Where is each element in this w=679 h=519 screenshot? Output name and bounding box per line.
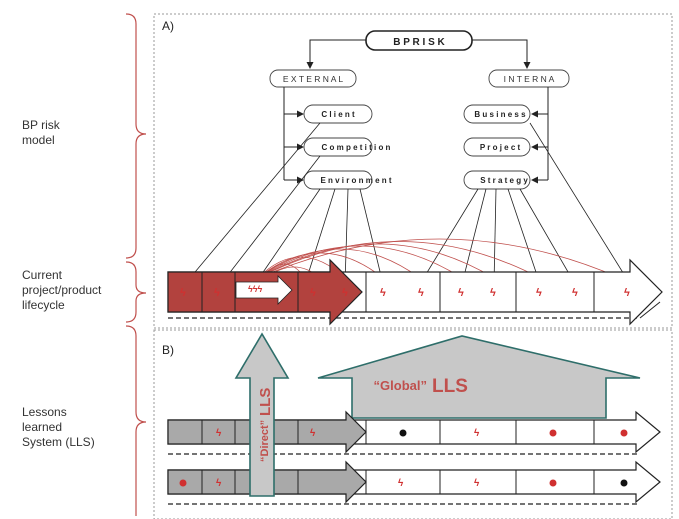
risk-bolt-icon: ϟ [398,478,404,489]
bomb-icon [399,429,407,437]
lifecycle-arrow-b2 [167,460,661,505]
project-node [463,137,531,157]
bomb-markers-b2 [179,479,628,487]
business-label: B u s i n e s s [474,110,526,119]
risk-markers-b1: ϟ ϟ ϟ [216,428,480,439]
direct-lls-main: LLS [257,388,274,416]
bp-risk-label: B P R I S K [393,37,445,48]
label-line: lifecycle [22,298,65,312]
risk-propagation-arcs [257,238,621,279]
risk-bolt-icon: ϟ [490,287,496,299]
label-line: Current [22,268,63,282]
label-lifecycle: Current project/product lifecycle [22,268,101,313]
label-line: project/product [22,283,102,297]
strategy-node [463,170,531,190]
red-arc [257,238,621,279]
risk-bolt-icon: ϟ [180,287,186,299]
red-arc [257,241,541,279]
bomb-icon [620,429,628,437]
risk-link [359,188,384,285]
project-label: P r o j e c t [480,143,521,152]
bomb-icon [179,479,187,487]
risk-link [529,122,631,285]
risk-bolt-icon: ϟ [380,287,386,299]
bomb-icon [620,479,628,487]
lifecycle-arrow-a [167,258,663,326]
risk-bolt-icon: ϟ [474,478,480,489]
bomb-icon [549,479,557,487]
risk-link [184,122,321,285]
label-lls: Lessons learned System (LLS) [22,405,95,450]
risk-bolt-icon: ϟ [342,287,348,299]
environment-node [303,170,373,190]
red-arc [257,248,421,279]
risk-to-lifecycle-lines [184,122,631,285]
label-line: learned [22,420,63,434]
risk-link [419,188,479,285]
strategy-label: S t r a t e g y [480,176,528,185]
risk-bolt-icon: ϟ [418,287,424,299]
red-arc [257,243,495,279]
bracket-lls [125,325,147,516]
bomb-icon [549,429,557,437]
risk-link [344,188,349,285]
risk-bolt-icon: ϟ [216,478,222,489]
root-to-internal-connector [472,39,531,69]
risk-bolt-icon: ϟϟϟ [248,284,263,294]
client-node [303,104,373,124]
external-node [269,69,357,88]
client-label: C l i e n t [321,110,355,119]
direct-lls-arrow: “Direct” LLS [234,332,290,497]
risk-bolt-icon: ϟ [536,287,542,299]
bomb-markers-b1 [399,429,628,437]
global-lls-arrow: “Global” LLS [317,335,641,419]
risk-bolt-icon: ϟ [214,287,220,299]
risk-link [220,155,321,285]
label-bp-risk-model: BP risk model [22,118,60,148]
environment-label: E n v i r o n m e n t [320,176,391,185]
panel-a-label: A) [162,19,174,33]
risk-link [507,188,541,285]
external-label: E X T E R N A L [283,74,343,84]
competition-label: C o m p e t i t i o n [322,143,391,152]
risk-link [493,188,497,285]
panel-b-label: B) [162,343,174,357]
global-lls-main: LLS [432,376,468,397]
label-line: model [22,133,55,147]
risk-link [304,188,336,285]
label-line: Lessons [22,405,67,419]
risk-bolt-icon: ϟ [624,287,630,299]
global-lls-quote: “Global” [374,378,427,393]
risk-bolt-icon: ϟ [216,428,222,439]
root-to-external-connector [306,39,366,69]
risk-bolts-a: ϟ ϟ ϟ ϟ ϟ ϟ ϟ ϟ ϟ ϟ ϟ ϟϟϟ [180,284,630,299]
risk-bolt-icon: ϟ [310,287,316,299]
bracket-risk-model [125,13,147,259]
direct-lls-quote: “Direct” [259,420,271,462]
panel-b-frame [153,329,673,519]
competition-node [303,137,373,157]
risk-bolt-icon: ϟ [458,287,464,299]
label-line: System (LLS) [22,435,95,449]
business-node [463,104,531,124]
risk-bolt-icon: ϟ [310,428,316,439]
risk-link [461,188,487,285]
bracket-lifecycle [125,261,147,323]
risk-link [254,188,321,285]
risk-bolt-icon: ϟ [474,428,480,439]
internal-label: I N T E R N A [504,74,555,84]
risk-link [519,188,576,285]
risk-bolt-icon: ϟ [572,287,578,299]
label-line: BP risk [22,118,60,132]
internal-node [488,69,570,88]
risk-markers-b2: ϟ ϟ ϟ [216,478,480,489]
